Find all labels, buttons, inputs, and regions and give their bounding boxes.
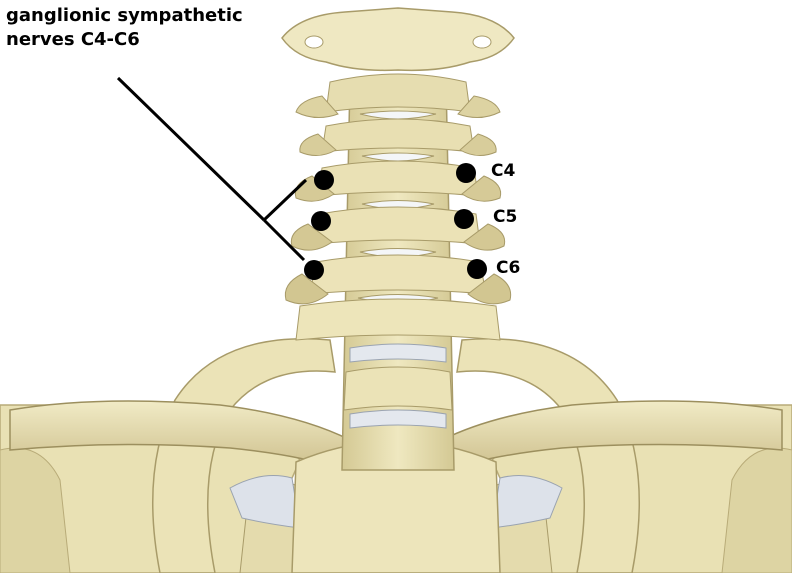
- marker-right-c4: [456, 163, 476, 183]
- marker-left-c6: [304, 260, 324, 280]
- marker-right-c6: [467, 259, 487, 279]
- annotation-title: ganglionic sympathetic nerves C4-C6: [6, 4, 243, 52]
- marker-right-c5: [454, 209, 474, 229]
- level-label-c5: C5: [493, 208, 517, 228]
- annotation-title-line1: ganglionic sympathetic: [6, 4, 243, 28]
- level-label-c4: C4: [491, 162, 515, 182]
- annotation-leader: [118, 78, 306, 260]
- marker-left-c5: [311, 211, 331, 231]
- annotation-title-line2: nerves C4-C6: [6, 28, 243, 52]
- vertebral-segments: [285, 74, 510, 428]
- marker-left-c4: [314, 170, 334, 190]
- atlas-vertebra: [282, 8, 514, 70]
- level-label-c6: C6: [496, 259, 520, 279]
